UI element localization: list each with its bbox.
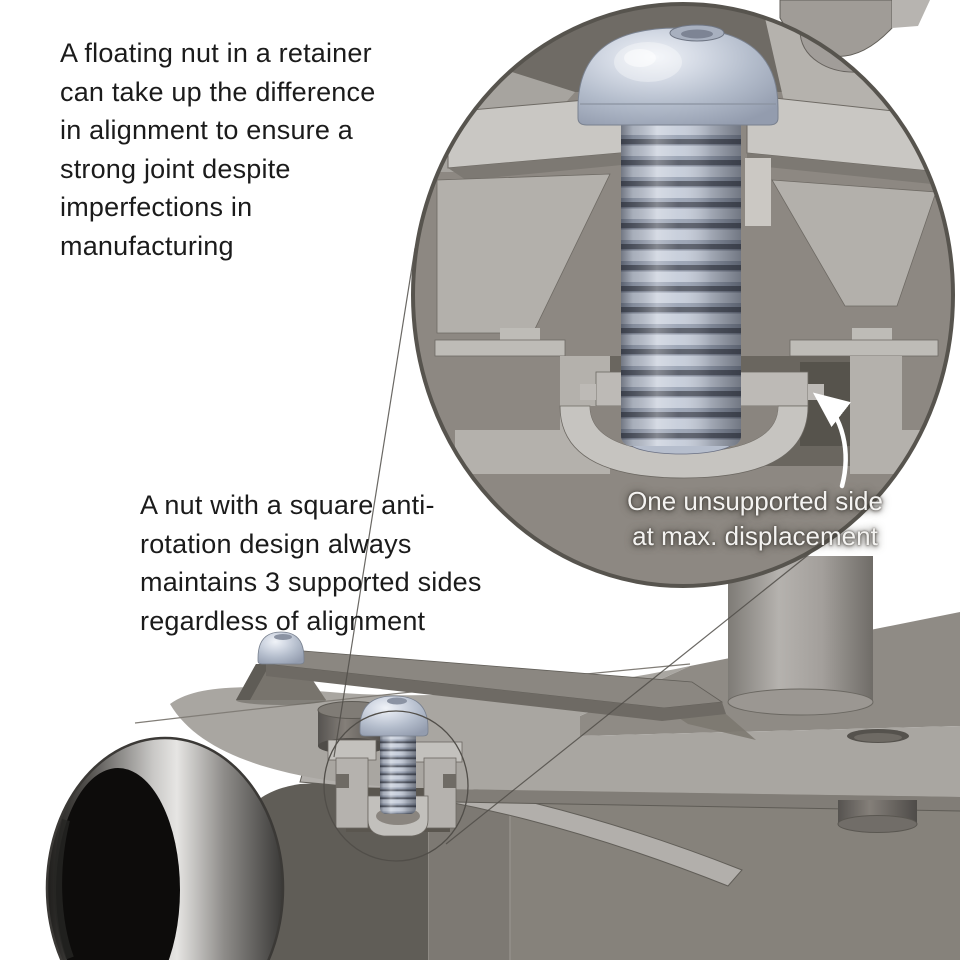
mini-screw-head <box>359 695 429 737</box>
cad-model <box>45 556 960 960</box>
detail-label: One unsupported side at max. displacemen… <box>570 484 940 554</box>
mini-screw-cross-section <box>327 695 463 837</box>
detail-circle <box>413 4 953 586</box>
plate-hole <box>847 729 909 743</box>
tube-bore <box>56 768 180 960</box>
leader-line-lower <box>445 519 853 845</box>
right-boss-cylinder <box>837 800 918 833</box>
annotation-line: in alignment to ensure a <box>60 115 353 145</box>
annotation-line: manufacturing <box>60 230 234 261</box>
annotation-line: can take up the difference <box>60 76 376 107</box>
leader-line-upper <box>333 247 416 758</box>
annotation-line: rotation design always <box>140 528 412 559</box>
annotation-line: A nut with a square anti- <box>140 490 435 520</box>
annotation-square-nut: A nut with a square anti- rotation desig… <box>140 486 580 640</box>
annotation-floating-nut: A floating nut in a retainer can take up… <box>60 34 480 265</box>
annotation-line: strong joint despite <box>60 153 291 184</box>
detail-label-line: One unsupported side <box>627 486 883 516</box>
annotation-line: A floating nut in a retainer <box>60 38 372 68</box>
detail-label-line: at max. displacement <box>632 521 878 551</box>
annotation-line: maintains 3 supported sides <box>140 567 482 597</box>
annotation-line: imperfections in <box>60 192 253 222</box>
screw-cross-section <box>577 24 779 455</box>
annotation-line: regardless of alignment <box>140 605 426 636</box>
post-cylinder <box>727 556 874 716</box>
tube <box>45 736 285 960</box>
detail-circle-outline <box>411 2 955 588</box>
displacement-arrow-icon <box>812 392 851 489</box>
source-callout-circle <box>323 710 469 862</box>
plate-front-edge <box>340 786 960 811</box>
arm-screw-head <box>257 631 305 665</box>
